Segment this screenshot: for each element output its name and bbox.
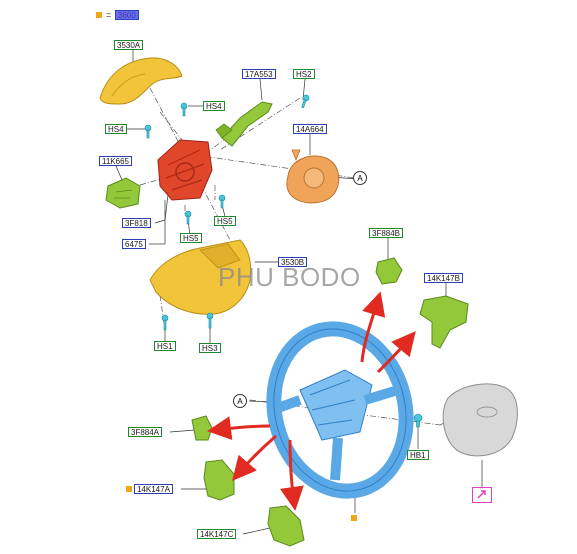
part-label-HS4-left[interactable]: HS4 (105, 124, 127, 134)
reference-marker-A-upper: A (353, 171, 367, 185)
switch-3f884a (191, 415, 213, 441)
part-label-3530B[interactable]: 3530B (278, 257, 308, 267)
fasteners (144, 94, 423, 428)
part-label-3530A[interactable]: 3530A (114, 40, 144, 50)
external-link-icon[interactable] (472, 487, 492, 503)
legend-equals: = (106, 10, 112, 20)
reference-marker-label: A (357, 174, 363, 183)
part-label-3F884A[interactable]: 3F884A (128, 427, 163, 437)
part-label-HS3[interactable]: HS3 (199, 343, 221, 353)
part-label-14K147A[interactable]: 14K147A (134, 484, 173, 494)
watermark-text: PHU BODO (218, 262, 361, 292)
part-label-3F884B[interactable]: 3F884B (369, 228, 404, 238)
part-label-HS1[interactable]: HS1 (154, 341, 176, 351)
reference-marker-label: A (237, 397, 243, 406)
part-label-3F818[interactable]: 3F818 (122, 218, 151, 228)
legend-marker-wheel (351, 515, 357, 521)
part-label-14A664[interactable]: 14A664 (293, 124, 327, 134)
legend-marker-14K147A (126, 486, 132, 492)
part-label-HS4-upper[interactable]: HS4 (203, 101, 225, 111)
multifunction-switch (157, 139, 213, 201)
steering-wheel (266, 321, 414, 499)
legend-code[interactable]: 3600 (115, 10, 139, 20)
switch-3f884b (375, 257, 403, 285)
part-label-HS5-right[interactable]: HS5 (214, 216, 236, 226)
upper-shroud (99, 57, 183, 105)
part-label-HB1[interactable]: HB1 (407, 450, 429, 460)
wiper-switch-lever (221, 101, 273, 147)
part-label-17A553[interactable]: 17A553 (242, 69, 276, 79)
part-label-HS2[interactable]: HS2 (293, 69, 315, 79)
part-label-11K665[interactable]: 11K665 (99, 156, 132, 166)
part-label-6475[interactable]: 6475 (122, 239, 146, 249)
switch-14k147a (203, 459, 235, 501)
part-label-14K147B[interactable]: 14K147B (424, 273, 463, 283)
driver-airbag (442, 383, 518, 457)
part-label-14K147C[interactable]: 14K147C (197, 529, 237, 539)
ignition-switch (105, 177, 141, 209)
legend-swatch (96, 12, 102, 18)
reference-marker-A-lower: A (233, 394, 247, 408)
switch-14k147b (419, 295, 469, 349)
part-label-HS5-lower[interactable]: HS5 (180, 233, 202, 243)
switch-14k147c (267, 505, 305, 547)
removal-arrows (207, 291, 416, 511)
